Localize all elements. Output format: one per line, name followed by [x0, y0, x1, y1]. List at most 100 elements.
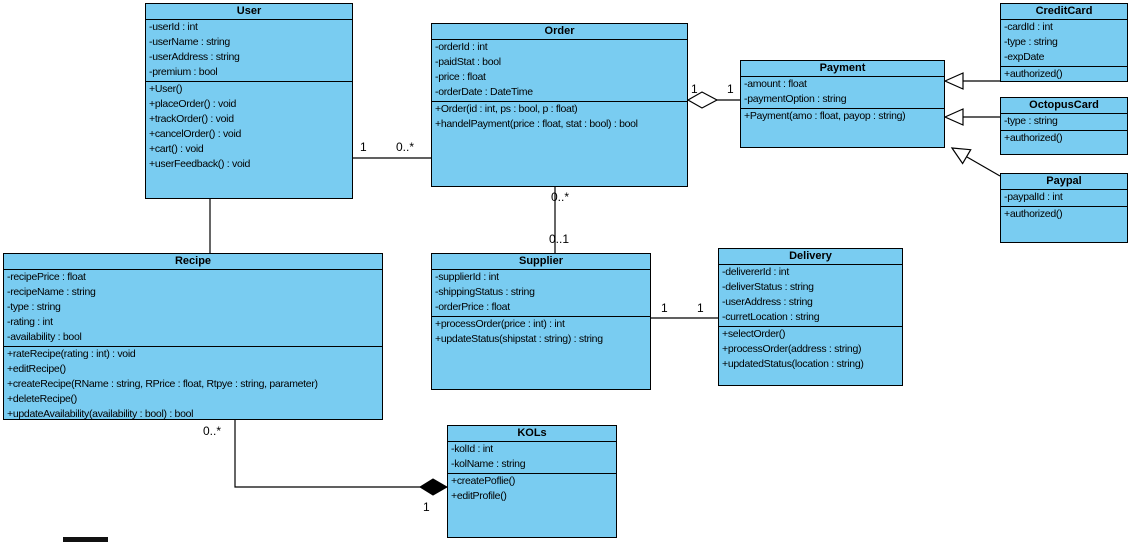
class-user-methods: +User()+placeOrder() : void+trackOrder()… — [146, 82, 352, 198]
member-row: -amount : float — [744, 78, 807, 90]
member-row: -userId : int — [149, 21, 198, 33]
class-user[interactable]: User -userId : int-userName : string-use… — [145, 3, 353, 199]
class-kols-methods: +createPoflie()+editProfile() — [448, 474, 616, 537]
member-row: +trackOrder() : void — [149, 113, 234, 125]
class-paypal-attributes: -paypalId : int — [1001, 190, 1127, 207]
class-user-title: User — [146, 4, 352, 20]
multiplicity-order-payment-target: 1 — [727, 82, 734, 96]
member-row: +updateStatus(shipstat : string) : strin… — [435, 333, 603, 345]
member-row: -type : string — [7, 301, 61, 313]
member-row: -kolId : int — [451, 443, 493, 455]
member-row: +rateRecipe(rating : int) : void — [7, 348, 136, 360]
class-order-title: Order — [432, 24, 687, 40]
member-row: +editRecipe() — [7, 363, 66, 375]
class-payment[interactable]: Payment -amount : float-paymentOption : … — [740, 60, 945, 148]
class-supplier-methods: +processOrder(price : int) : int+updateS… — [432, 317, 650, 389]
multiplicity-recipe-kols-target: 1 — [423, 500, 430, 514]
member-row: +selectOrder() — [722, 328, 786, 340]
multiplicity-supplier-delivery-source: 1 — [661, 301, 668, 315]
member-row: -userName : string — [149, 36, 230, 48]
member-row: +cart() : void — [149, 143, 204, 155]
class-recipe-title: Recipe — [4, 254, 382, 270]
member-row: -userAddress : string — [722, 296, 813, 308]
multiplicity-order-supplier-source: 0..* — [551, 190, 570, 204]
generalization-arrow-octopuscard-icon — [943, 108, 964, 126]
class-octopuscard-title: OctopusCard — [1001, 98, 1127, 114]
member-row: -supplierId : int — [435, 271, 499, 283]
connector-paypal-payment[interactable] — [966, 156, 1001, 177]
member-row: +authorized() — [1004, 208, 1063, 220]
multiplicity-user-order-target: 0..* — [396, 140, 415, 154]
multiplicity-order-supplier-target: 0..1 — [549, 232, 570, 246]
composition-diamond-icon — [419, 478, 449, 496]
member-row: +cancelOrder() : void — [149, 128, 242, 140]
class-delivery-attributes: -delivererId : int -deliverStatus : strin… — [719, 265, 902, 327]
member-row: +User() — [149, 83, 183, 95]
class-user-attributes: -userId : int-userName : string-userAddr… — [146, 20, 352, 82]
class-supplier[interactable]: Supplier -supplierId : int -shippingStatu… — [431, 253, 651, 390]
member-row: -price : float — [435, 71, 486, 83]
class-supplier-attributes: -supplierId : int -shippingStatus : strin… — [432, 270, 650, 317]
member-row: -deliverStatus : string — [722, 281, 814, 293]
member-row: +updateAvailability(availability : bool)… — [7, 408, 194, 420]
class-payment-attributes: -amount : float-paymentOption : string — [741, 77, 944, 109]
member-row: -recipeName : string — [7, 286, 96, 298]
class-order-attributes: -orderId : int -paidStat : bool -price : f… — [432, 40, 687, 102]
class-kols[interactable]: KOLs -kolId : int -kolName : string +crea… — [447, 425, 617, 538]
class-delivery-methods: +selectOrder() +processOrder(address : st… — [719, 327, 902, 385]
member-row: -premium : bool — [149, 66, 218, 78]
class-recipe[interactable]: Recipe -recipePrice : float-recipeName :… — [3, 253, 383, 420]
member-row: +authorized() — [1004, 132, 1063, 144]
class-octopuscard[interactable]: OctopusCard -type : string +authorized() — [1000, 97, 1128, 155]
member-row: +Payment(amo : float, payop : string) — [744, 110, 906, 122]
class-creditcard-methods: +authorized() — [1001, 67, 1127, 83]
member-row: -paidStat : bool — [435, 56, 501, 68]
member-row: -availability : bool — [7, 331, 82, 343]
member-row: +editProfile() — [451, 490, 507, 502]
member-row: +handelPayment(price : float, stat : boo… — [435, 118, 638, 130]
member-row: +processOrder(address : string) — [722, 343, 862, 355]
connector-recipe-kols[interactable] — [234, 420, 447, 488]
member-row: -paypalId : int — [1004, 191, 1063, 203]
generalization-arrow-creditcard-icon — [943, 72, 964, 90]
member-row: +authorized() — [1004, 68, 1063, 80]
aggregation-diamond-icon — [686, 91, 719, 109]
class-kols-attributes: -kolId : int -kolName : string — [448, 442, 616, 474]
class-octopuscard-attributes: -type : string — [1001, 114, 1127, 131]
class-paypal-title: Paypal — [1001, 174, 1127, 190]
class-recipe-attributes: -recipePrice : float-recipeName : string… — [4, 270, 382, 347]
member-row: -rating : int — [7, 316, 53, 328]
multiplicity-supplier-delivery-target: 1 — [697, 301, 704, 315]
member-row: +createRecipe(RName : string, RPrice : f… — [7, 378, 318, 390]
member-row: +userFeedback() : void — [149, 158, 251, 170]
class-creditcard-title: CreditCard — [1001, 4, 1127, 20]
class-paypal[interactable]: Paypal -paypalId : int +authorized() — [1000, 173, 1128, 243]
class-delivery[interactable]: Delivery -delivererId : int-deliverStatu… — [718, 248, 903, 386]
member-row: -shippingStatus : string — [435, 286, 535, 298]
member-row: +Order(id : int, ps : bool, p : float) — [435, 103, 578, 115]
generalization-arrow-paypal-icon — [950, 147, 972, 165]
member-row: -kolName : string — [451, 458, 526, 470]
class-order-methods: +Order(id : int, ps : bool, p : float) +h… — [432, 102, 687, 186]
class-supplier-title: Supplier — [432, 254, 650, 270]
member-row: -curretLocation : string — [722, 311, 820, 323]
member-row: +updatedStatus(location : string) — [722, 358, 864, 370]
member-row: -delivererId : int — [722, 266, 789, 278]
multiplicity-recipe-kols-source: 0..* — [203, 424, 222, 438]
class-order[interactable]: Order -orderId : int -paidStat : bool -pri… — [431, 23, 688, 187]
class-creditcard[interactable]: CreditCard -cardId : int-type : string-e… — [1000, 3, 1128, 82]
member-row: -cardId : int — [1004, 21, 1053, 33]
class-payment-methods: +Payment(amo : float, payop : string) — [741, 109, 944, 147]
class-recipe-methods: +rateRecipe(rating : int) : void +editRec… — [4, 347, 382, 423]
class-creditcard-attributes: -cardId : int-type : string-expDate — [1001, 20, 1127, 67]
member-row: -orderId : int — [435, 41, 488, 53]
class-octopuscard-methods: +authorized() — [1001, 131, 1127, 154]
class-paypal-methods: +authorized() — [1001, 207, 1127, 242]
class-kols-title: KOLs — [448, 426, 616, 442]
multiplicity-order-payment-source: 1 — [691, 82, 698, 96]
member-row: -orderPrice : float — [435, 301, 510, 313]
member-row: -type : string — [1004, 36, 1058, 48]
member-row: -orderDate : DateTime — [435, 86, 533, 98]
